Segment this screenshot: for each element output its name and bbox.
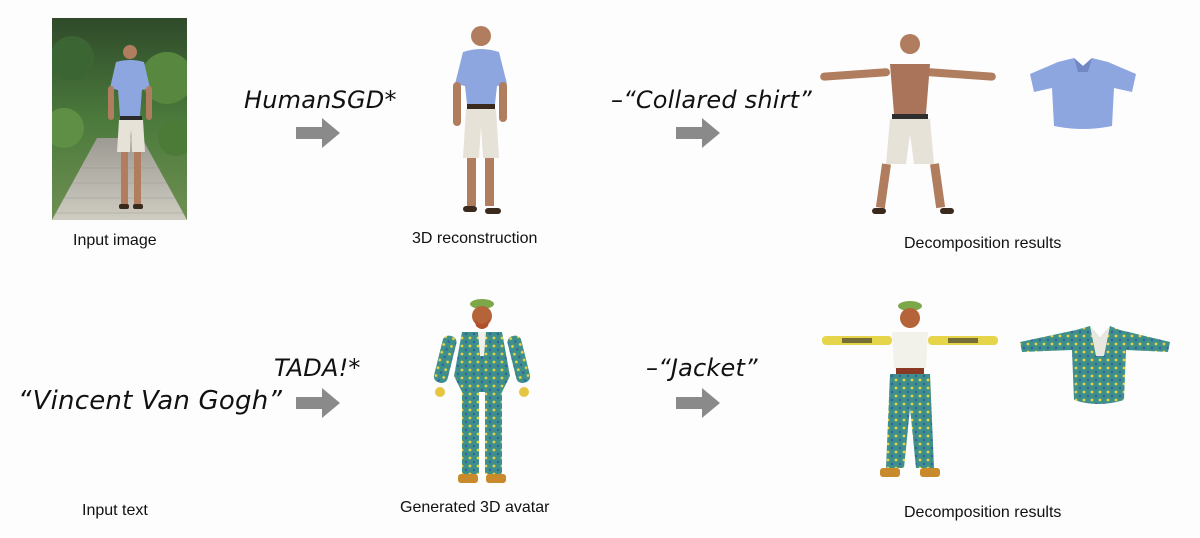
decomposition-results-caption-2: Decomposition results — [904, 504, 1062, 521]
arrow-right-icon — [676, 388, 720, 418]
generated-avatar-caption: Generated 3D avatar — [400, 499, 550, 516]
reconstruction-caption: 3D reconstruction — [412, 230, 538, 247]
input-text-caption: Input text — [82, 502, 148, 519]
reconstruction-figure — [445, 22, 515, 220]
arrow-right-icon — [296, 388, 340, 418]
method-label-humansgd: HumanSGD* — [244, 86, 397, 114]
input-text-prompt: “Vincent Van Gogh” — [18, 386, 283, 416]
removal-label-jacket: –“Jacket” — [646, 354, 758, 382]
decomposition-results-caption-1: Decomposition results — [904, 235, 1062, 252]
decomposed-jacket-garment — [1018, 326, 1172, 406]
decomposed-avatar-figure — [822, 298, 998, 490]
input-photo — [52, 18, 187, 220]
method-label-tada: TADA!* — [274, 354, 361, 382]
arrow-right-icon — [296, 118, 340, 148]
arrow-right-icon — [676, 118, 720, 148]
input-image-caption: Input image — [73, 232, 157, 249]
removal-label-collared-shirt: –“Collared shirt” — [611, 86, 812, 114]
decomposed-body-figure — [820, 30, 996, 220]
generated-avatar-figure — [428, 296, 534, 490]
decomposed-shirt-garment — [1028, 58, 1138, 130]
